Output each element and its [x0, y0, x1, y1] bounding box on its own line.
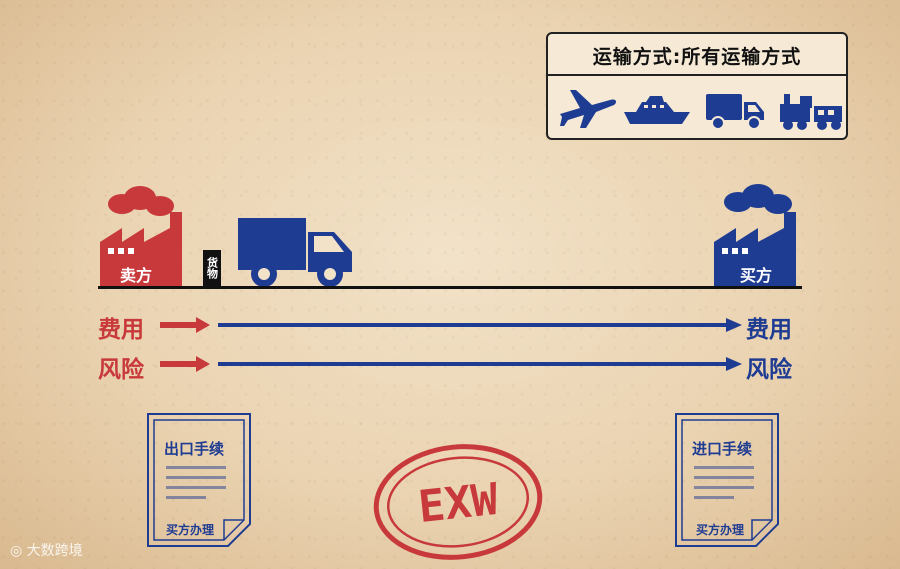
- seller-label: 卖方: [120, 262, 152, 286]
- cost-label-right: 费用: [746, 310, 792, 344]
- train-icon: [778, 90, 844, 132]
- cost-label-left: 费用: [98, 310, 144, 344]
- truck-icon: [236, 216, 356, 290]
- logo-icon: ◎: [10, 543, 27, 559]
- legend-divider: [548, 74, 846, 76]
- risk-label-right: 风险: [746, 350, 792, 384]
- export-doc-title: 出口手续: [164, 438, 224, 459]
- cargo-box: 货物: [203, 250, 221, 286]
- exw-stamp-text: EXW: [416, 474, 501, 533]
- cost-arrows: [160, 317, 742, 333]
- export-doc-footer: 买方办理: [166, 521, 214, 538]
- watermark: ◎ 大数跨境: [10, 540, 83, 560]
- import-doc-title: 进口手续: [692, 438, 752, 459]
- watermark-text: 大数跨境: [27, 543, 83, 559]
- transport-legend: 运输方式:所有运输方式: [546, 32, 848, 140]
- airplane-icon: [556, 84, 620, 130]
- risk-label-left: 风险: [98, 350, 144, 384]
- exw-stamp: EXW: [372, 442, 544, 562]
- ship-icon: [622, 90, 692, 130]
- ground-line: [98, 286, 802, 289]
- flow-arrows: [160, 314, 750, 376]
- risk-arrows: [160, 356, 742, 372]
- import-doc-footer: 买方办理: [696, 521, 744, 538]
- transport-title: 运输方式:所有运输方式: [548, 42, 846, 69]
- buyer-label: 买方: [740, 262, 772, 286]
- truck-icon: [704, 90, 766, 132]
